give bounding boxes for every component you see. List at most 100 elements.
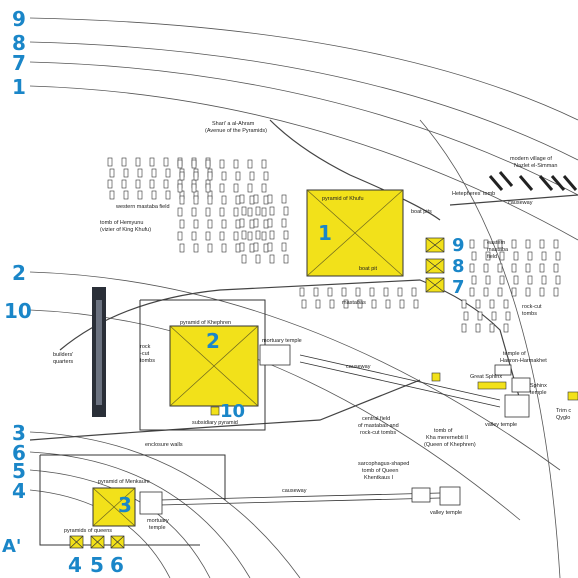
label-boat-pits: boat pits	[411, 209, 432, 215]
mastaba-block	[371, 299, 377, 309]
label-western-mastaba: western mastaba field	[115, 204, 170, 210]
label-mortuary-low-2: temple	[149, 525, 166, 531]
edge-yellow-mark	[567, 391, 578, 401]
mastaba-block	[527, 251, 533, 261]
mastaba-block	[239, 242, 245, 252]
great-sphinx	[477, 381, 507, 390]
label-valley-temple-low: valley temple	[430, 510, 462, 516]
label-rockcut-left-1: rock	[140, 344, 151, 350]
label-pyramid-menkaure: pyramid of Menkaure	[98, 479, 150, 485]
arc-1	[29, 85, 578, 241]
mastaba-block	[469, 287, 475, 297]
mastaba-block	[341, 287, 347, 297]
modern-village-hatch	[488, 171, 578, 191]
label-tomb-hemiyunu-1: tomb of Hemyunu	[100, 220, 143, 226]
mastaba-block	[267, 218, 273, 228]
mastaba-block	[525, 239, 531, 249]
mastaba-block	[219, 159, 225, 169]
label-sarcophagus-2: tomb of Queen	[362, 468, 398, 474]
label-hauron-1: temple of	[503, 351, 526, 357]
mastaba-block	[491, 311, 497, 321]
mastaba-block	[411, 287, 417, 297]
mastaba-block	[343, 299, 349, 309]
mastaba-block	[281, 242, 287, 252]
mastaba-block	[253, 194, 259, 204]
mastaba-block	[247, 207, 253, 217]
edge-number-2: 2	[12, 261, 26, 285]
mastaba-block	[109, 168, 115, 178]
causeway-top-road	[449, 194, 578, 206]
mastaba-block	[525, 287, 531, 297]
mastaba-block	[369, 287, 375, 297]
label-sphinx-1: Sphinx	[530, 383, 547, 389]
mastaba-block	[177, 183, 183, 193]
mastaba-block	[219, 183, 225, 193]
label-causeway-top: causeway	[508, 200, 533, 206]
mastaba-block	[313, 287, 319, 297]
edge-number-3: 3	[12, 421, 26, 445]
mastaba-block	[261, 231, 267, 241]
pyramid-khufu	[306, 189, 404, 277]
arc-outer	[419, 119, 561, 578]
mastaba-block	[539, 239, 545, 249]
mastaba-block	[485, 251, 491, 261]
mastaba-block	[205, 207, 211, 217]
temple-hauron	[494, 364, 512, 376]
mastaba-block	[475, 323, 481, 333]
mastaba-block	[255, 206, 261, 216]
label-eastern-3: field	[487, 254, 497, 260]
small-yellow-mark	[431, 372, 441, 382]
mastaba-block	[483, 263, 489, 273]
edge-number-6: 6	[12, 441, 26, 465]
label-hetepheres: Hetepheres' tomb	[452, 191, 495, 197]
pyramid-number-1: 1	[318, 221, 332, 245]
mastaba-block	[555, 251, 561, 261]
mastaba-block	[497, 263, 503, 273]
mastaba-block	[233, 207, 239, 217]
mastaba-block	[263, 219, 269, 229]
mastaba-block	[497, 239, 503, 249]
mastaba-block	[283, 254, 289, 264]
arc-7	[29, 61, 578, 196]
label-tomb-hemiyunu-2: (vizier of King Khufu)	[100, 227, 151, 233]
edge-number-9: 9	[12, 7, 26, 31]
mastaba-block	[247, 183, 253, 193]
mastaba-block	[247, 159, 253, 169]
edge-number-4: 4	[12, 479, 26, 503]
edge-number-1: 1	[12, 75, 26, 99]
queen-pyramid-number-9: 9	[452, 235, 465, 256]
mastaba-block	[399, 299, 405, 309]
label-sarcophagus-3: Khentkaus I	[364, 475, 394, 481]
mastaba-block	[121, 179, 127, 189]
subsidiary-pyramid	[210, 406, 220, 416]
mastaba-block	[235, 195, 241, 205]
mastaba-block	[397, 287, 403, 297]
mastaba-block	[193, 219, 199, 229]
mastaba-block	[207, 195, 213, 205]
pyramid-menkaure	[92, 487, 136, 527]
mastaba-block	[469, 263, 475, 273]
mastaba-block	[123, 168, 129, 178]
mastaba-block	[191, 159, 197, 169]
mastaba-block	[555, 275, 561, 285]
mastaba-block	[221, 195, 227, 205]
mastaba-block	[327, 287, 333, 297]
label-kha-1: tomb of	[434, 428, 453, 434]
mastaba-block	[233, 183, 239, 193]
mastaba-block	[263, 243, 269, 253]
roads	[29, 119, 578, 441]
pyramid-number-10: 10	[220, 401, 245, 422]
label-rockcut-2: tombs	[522, 311, 537, 317]
mastaba-block	[539, 287, 545, 297]
mastaba-block	[385, 299, 391, 309]
causeway-menkaure	[159, 492, 441, 501]
mastaba-block	[137, 190, 143, 200]
mastaba-block	[483, 239, 489, 249]
label-eastern-2: mastaba	[487, 247, 509, 253]
mastaba-block	[513, 275, 519, 285]
mastaba-block	[109, 190, 115, 200]
mastaba-block	[299, 287, 305, 297]
pyramid-khephren	[169, 325, 259, 407]
mastaba-block	[121, 157, 127, 167]
mastaba-block	[165, 190, 171, 200]
